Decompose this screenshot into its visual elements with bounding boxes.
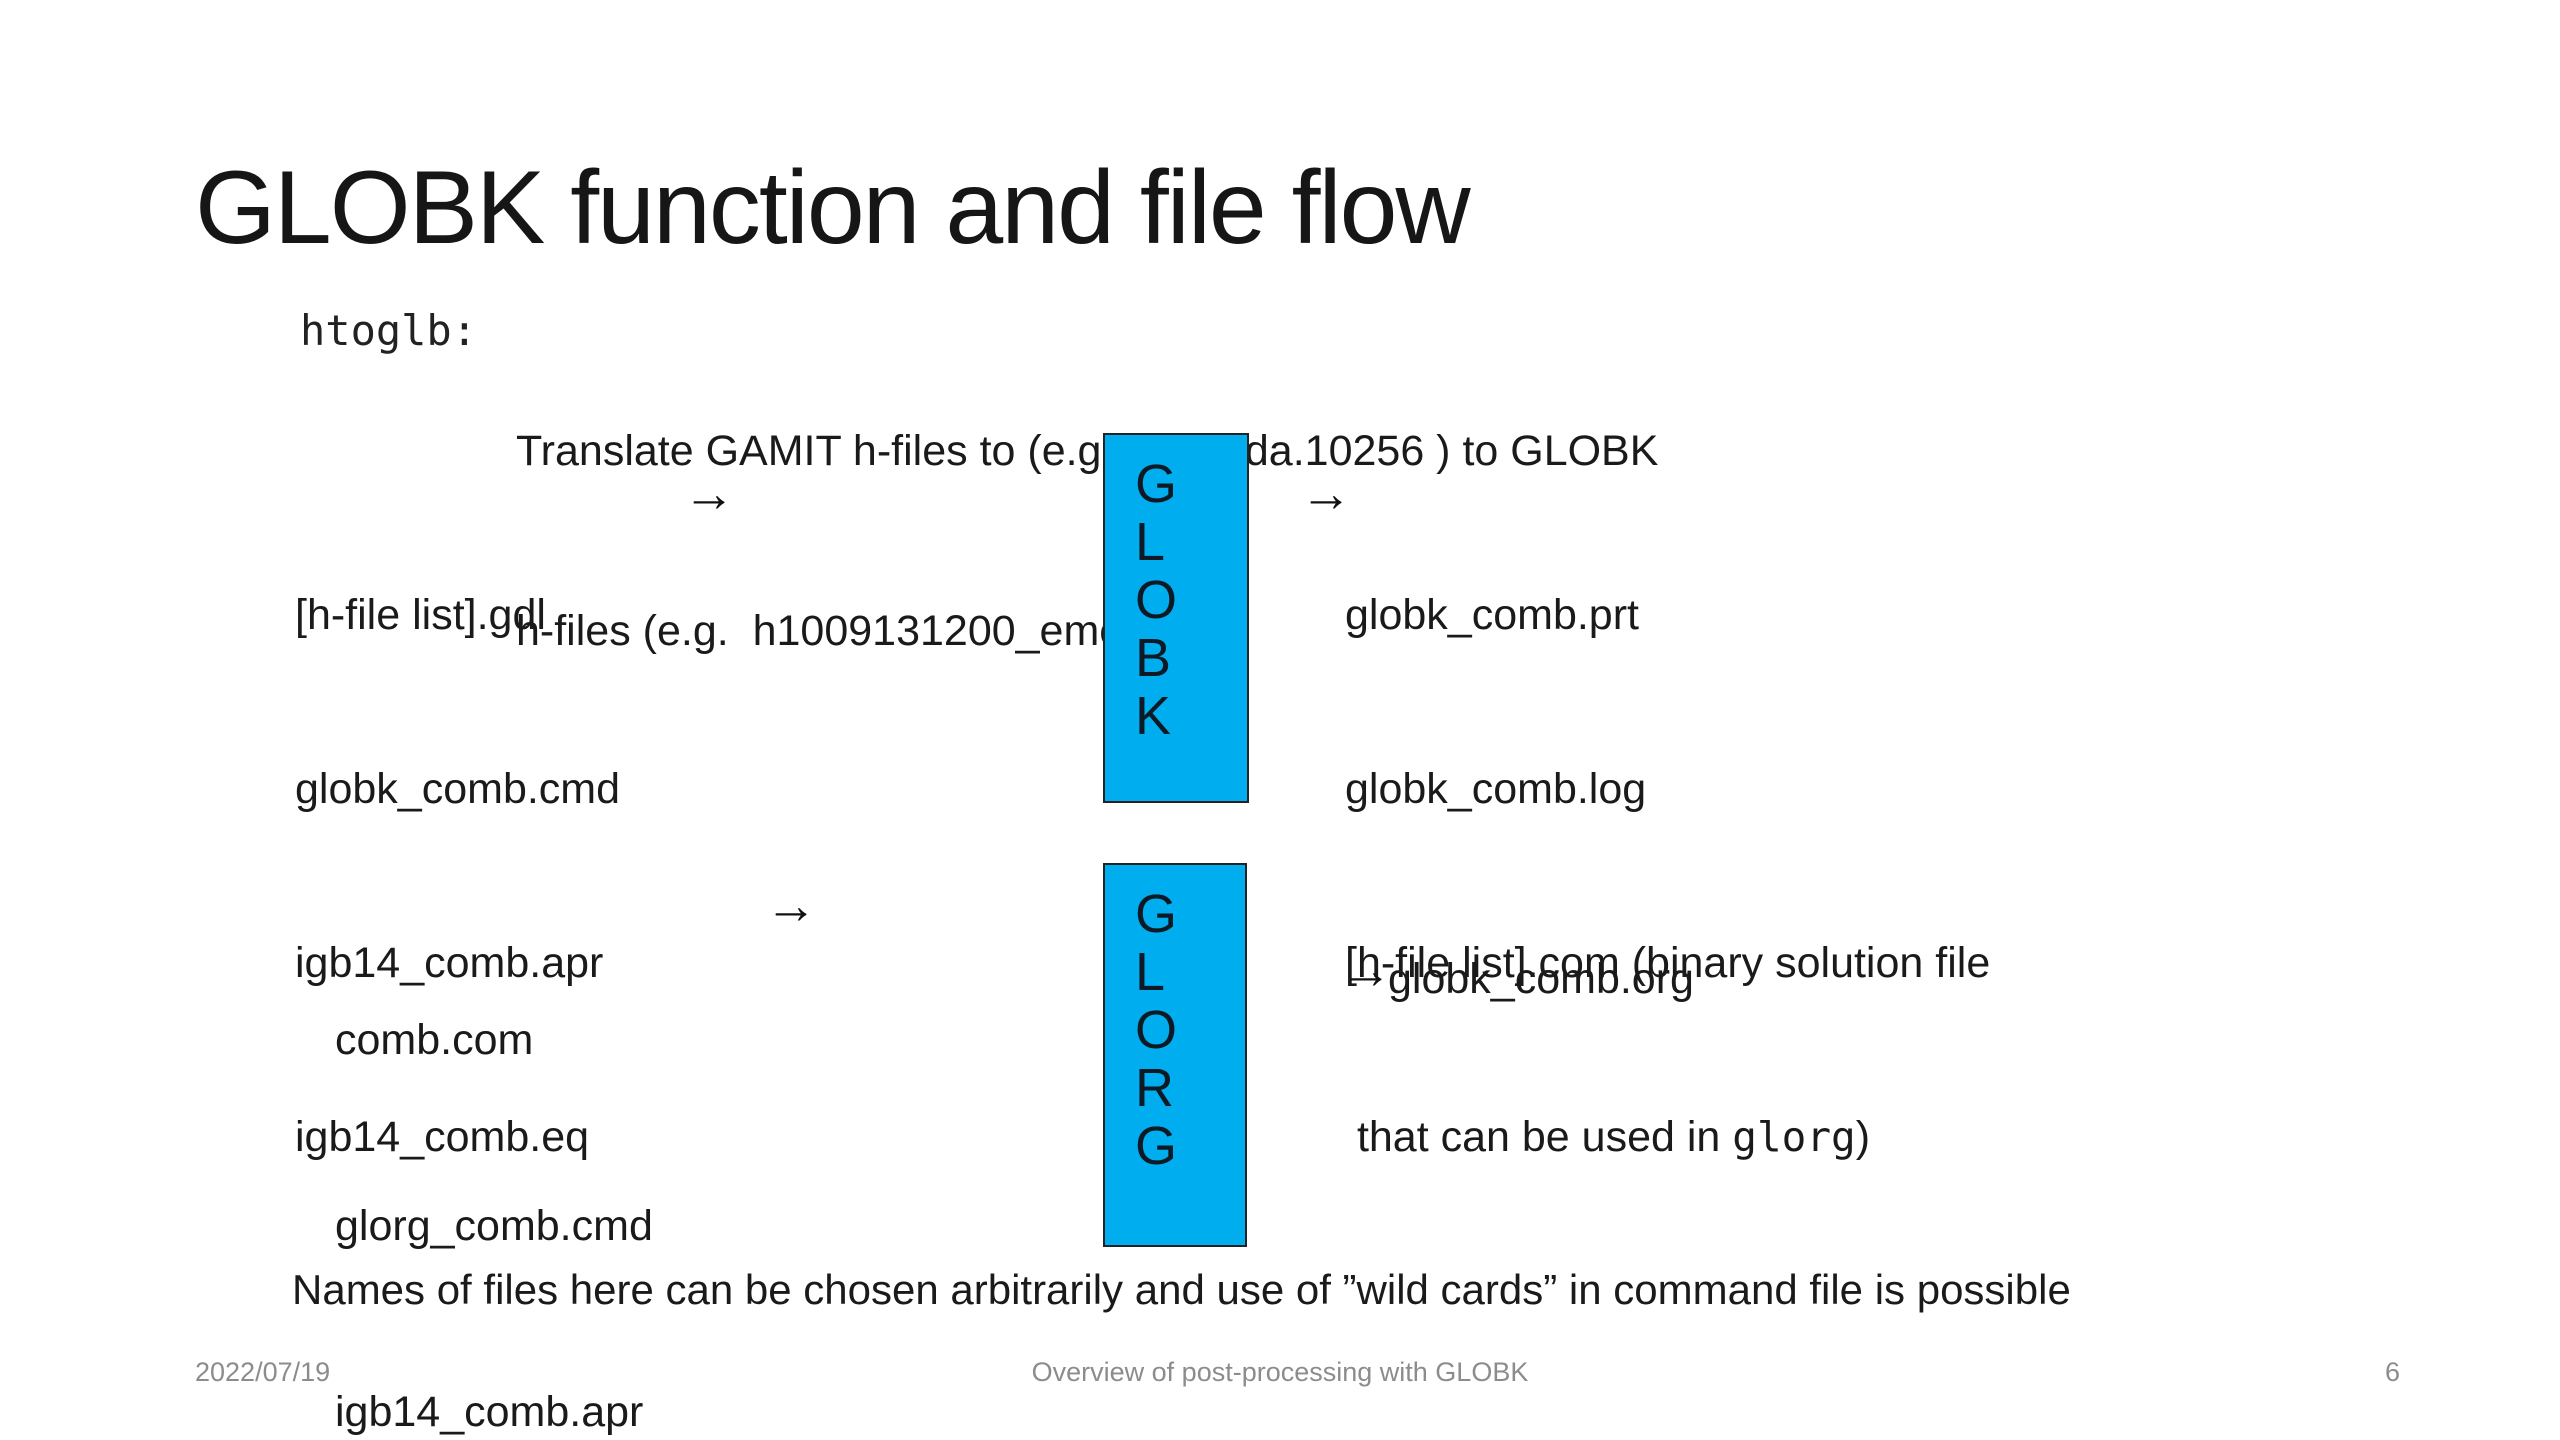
glorg-process-box: G L O R G <box>1103 863 1247 1247</box>
glorg-box-letter: L <box>1135 942 1166 1002</box>
glorg-box-letter: G <box>1135 884 1178 944</box>
arrow-inputs-to-glorg-icon: → <box>765 877 817 935</box>
glorg-input-file: glorg_comb.cmd <box>335 1202 653 1250</box>
glorg-input-file: comb.com <box>335 1016 534 1064</box>
htoglb-command-label: htoglb: <box>300 306 478 355</box>
glorg-input-file: igb14_comb.apr <box>335 1388 644 1436</box>
globk-box-letter: G <box>1135 454 1178 514</box>
glorg-box-letter: R <box>1135 1058 1174 1118</box>
glorg-command-ref: glorg <box>1732 1113 1856 1161</box>
globk-output-file: globk_comb.prt <box>1345 591 1639 639</box>
glorg-output-file: globk_comb.org <box>1388 955 1694 1003</box>
globk-input-file: igb14_comb.eq <box>295 1113 590 1161</box>
globk-input-list: [h-file list].gdl globk_comb.cmd igb14_c… <box>295 470 620 1282</box>
globk-output-text: that can be used in <box>1345 1113 1733 1161</box>
globk-output-text: ) <box>1855 1113 1871 1161</box>
glorg-box-letter: O <box>1135 1000 1178 1060</box>
globk-input-file: igb14_comb.apr <box>295 939 604 987</box>
footer-page-number: 6 <box>2384 1357 2400 1387</box>
arrow-globk-to-outputs-icon: → <box>1300 465 1352 523</box>
globk-output-file: [h-file list].com (binary solution file <box>1345 939 1991 987</box>
arrow-glorg-to-output-icon: → <box>1340 942 1392 1000</box>
globk-process-box: G L O B K <box>1103 433 1249 803</box>
footer-title: Overview of post-processing with GLOBK <box>1031 1357 1529 1387</box>
globk-box-letter: L <box>1135 512 1166 572</box>
glorg-input-list: comb.com glorg_comb.cmd igb14_comb.apr s… <box>335 885 653 1440</box>
htoglb-description: Translate GAMIT h-files to (e.g., hemeda… <box>516 301 1658 781</box>
globk-box-letter: O <box>1135 570 1178 630</box>
htoglb-description-line2: h-files (e.g. h1009131200_emed.glx) <box>516 607 1229 655</box>
slide-note: Names of files here can be chosen arbitr… <box>292 1266 2071 1313</box>
globk-output-file-continued: that can be used in glorg) <box>1345 1108 1990 1166</box>
globk-input-file: globk_comb.cmd <box>295 765 621 813</box>
glorg-box-letter: G <box>1135 1116 1178 1176</box>
slide-title: GLOBK function and file flow <box>195 150 1471 266</box>
footer-date: 2022/07/19 <box>195 1357 331 1387</box>
globk-input-file: [h-file list].gdl <box>295 591 546 639</box>
globk-output-list: globk_comb.prt globk_comb.log [h-file li… <box>1345 470 1990 1282</box>
globk-output-file: globk_comb.log <box>1345 765 1647 813</box>
arrow-inputs-to-globk-icon: → <box>683 465 735 523</box>
globk-box-letter: B <box>1135 628 1172 688</box>
htoglb-description-line1: Translate GAMIT h-files to (e.g., hemeda… <box>516 427 1659 475</box>
globk-box-letter: K <box>1135 686 1172 746</box>
